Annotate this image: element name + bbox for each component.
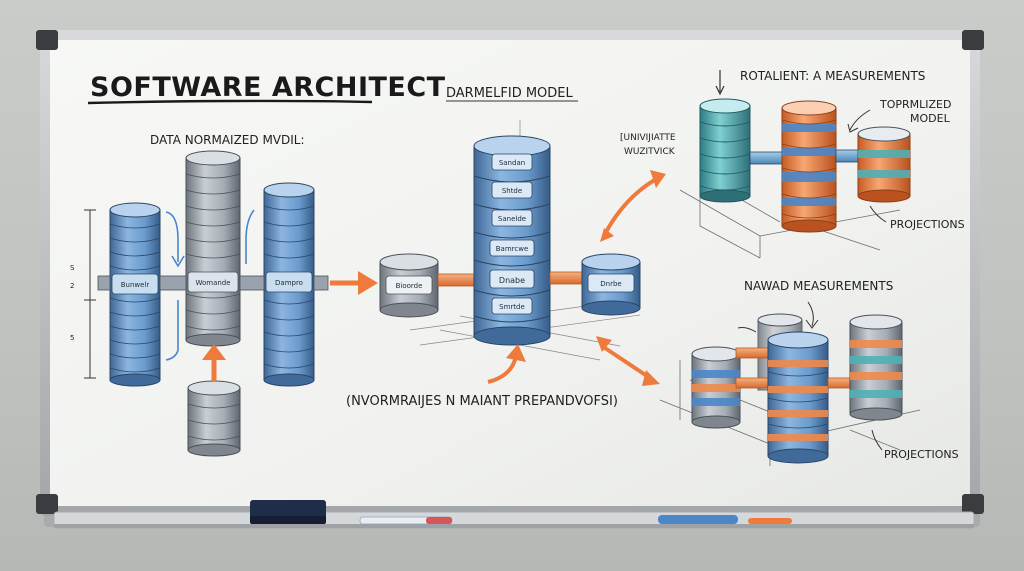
center-label-5: Dnabe (499, 276, 525, 285)
left-stack-3: Dampro (263, 182, 315, 387)
center-label-4: Bamrcwe (496, 245, 529, 253)
bottom-right-group: NAWAD MEASUREMENTS (659, 279, 959, 466)
marker-blue (658, 515, 738, 524)
svg-text:2: 2 (70, 282, 74, 290)
frame-corner-tr (962, 30, 984, 50)
frame-corner-tl (36, 30, 58, 50)
center-label-1: Sandan (499, 159, 525, 167)
frame-corner-br (962, 494, 984, 514)
marker-white-cap (426, 517, 452, 524)
svg-text:S: S (70, 264, 75, 272)
frame-corner-bl (36, 494, 58, 514)
marker-orange (748, 518, 792, 524)
center-left-label: Bioorde (396, 282, 423, 290)
top-right-note-2: WUZITVICK (624, 147, 676, 157)
left-cyl-label-1: Bunwelr (121, 281, 150, 289)
left-cyl-label-3: Dampro (275, 279, 303, 287)
eraser-felt (250, 516, 326, 524)
center-right-cylinder: Dnrbe (581, 253, 641, 316)
left-stack-bottom (187, 380, 241, 457)
top-right-model-label-1: TOPRMLIZED (879, 98, 951, 111)
left-stack-2: Womande (185, 150, 241, 347)
center-label-2: Shtde (502, 187, 522, 195)
center-label-3: Sanelde (498, 215, 526, 223)
left-normalized-model: S 2 5 Bunwelr (70, 150, 378, 457)
top-right-projections: PROJECTIONS (890, 218, 965, 231)
left-cyl-label-2: Womande (195, 279, 230, 287)
top-right-model-label-2: MODEL (910, 112, 951, 125)
marker-tray-lip (54, 524, 974, 528)
title-group: SOFTWARE ARCHITECT (87, 72, 446, 105)
center-tall-stack: Sandan Shtde Sanelde Bamrcwe Dnabe Smrtd… (473, 135, 551, 346)
center-left-cylinder: Bioorde (379, 253, 439, 318)
bottom-caption: (NVORMRAIJES N MAIANT PREPANDVOFSI) (346, 394, 618, 409)
left-stack-1: Bunwelr (109, 202, 161, 387)
center-caption: DARMELFID MODEL (446, 86, 574, 101)
center-model: Bioorde Sandan Shtde Sanelde Bamrcwe Dna… (379, 120, 666, 386)
svg-text:5: 5 (70, 334, 74, 342)
center-label-6: Smrtde (499, 303, 525, 311)
left-caption: DATA NORMAIZED MVDIL: (150, 133, 305, 147)
bottom-right-caption: NAWAD MEASUREMENTS (744, 279, 893, 293)
top-right-group: ROTALIENT: A MEASUREMENTS [UNIVIJIATTE W… (620, 69, 965, 259)
board-title: SOFTWARE ARCHITECT (90, 72, 446, 103)
center-right-label: Dnrbe (600, 280, 621, 288)
top-right-note-1: [UNIVIJIATTE (620, 133, 676, 143)
top-right-caption: ROTALIENT: A MEASUREMENTS (740, 69, 925, 83)
bottom-right-projections: PROJECTIONS (884, 448, 959, 461)
